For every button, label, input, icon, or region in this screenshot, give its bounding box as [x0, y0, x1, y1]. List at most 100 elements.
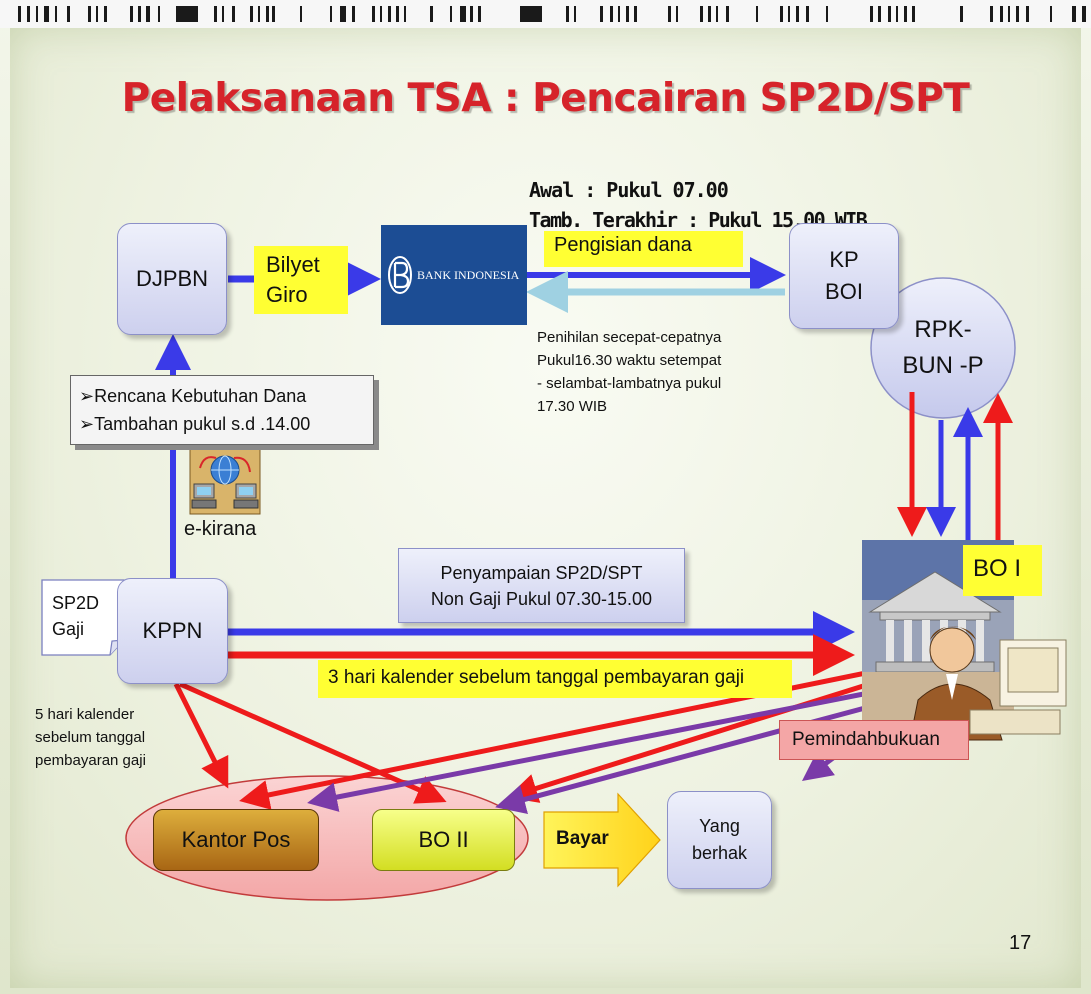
barcode-bar: [600, 6, 603, 22]
barcode-bar: [352, 6, 355, 22]
rencana-kebutuhan-box: ➢Rencana Kebutuhan Dana ➢Tambahan pukul …: [70, 375, 374, 445]
barcode-bar: [708, 6, 711, 22]
penyampaian-line-1: Penyampaian SP2D/SPT: [440, 562, 643, 583]
barcode-bar: [232, 6, 235, 22]
barcode-bar: [796, 6, 799, 22]
barcode-bar: [566, 6, 569, 22]
kp-boi-node: KP BOI: [789, 223, 899, 329]
penihilan-text: Penihilan secepat-cepatnya Pukul16.30 wa…: [537, 326, 721, 418]
barcode-bar: [222, 6, 224, 22]
barcode-bar: [1026, 6, 1029, 22]
barcode-bar: [1000, 6, 1003, 22]
barcode-bar: [146, 6, 150, 22]
barcode-bar: [404, 6, 406, 22]
rencana-line-2: ➢Tambahan pukul s.d .14.00: [79, 414, 311, 434]
barcode-bar: [430, 6, 433, 22]
penihilan-line-1: Penihilan secepat-cepatnya: [537, 329, 722, 346]
barcode-bar: [780, 6, 783, 22]
bayar-label: Bayar: [556, 828, 609, 849]
barcode-bar: [272, 6, 275, 22]
kp-line: KP: [829, 247, 859, 272]
penihilan-line-2: Pukul16.30 waktu setempat: [537, 352, 722, 369]
barcode-bar: [878, 6, 881, 22]
barcode-bar: [158, 6, 160, 22]
barcode-bar: [990, 6, 993, 22]
tiga-hari-label: 3 hari kalender sebelum tanggal pembayar…: [318, 660, 792, 698]
barcode-bar: [380, 6, 382, 22]
penihilan-line-4: 17.30 WIB: [537, 398, 608, 415]
barcode-bar: [1082, 6, 1086, 22]
bo-ii-node: BO II: [372, 809, 515, 871]
barcode-bar: [470, 6, 473, 22]
barcode-bar: [716, 6, 718, 22]
barcode-bar: [460, 6, 466, 22]
barcode-bar: [88, 6, 91, 22]
barcode-bar: [574, 6, 576, 22]
lima-hari-text: 5 hari kalender sebelum tanggal pembayar…: [35, 703, 146, 772]
barcode-bar: [372, 6, 375, 22]
kppn-node: KPPN: [117, 578, 228, 684]
awal-time-text: Awal : Pukul 07.00: [529, 178, 729, 202]
barcode-bar: [96, 6, 98, 22]
barcode-bar: [806, 6, 809, 22]
djpbn-label: DJPBN: [135, 266, 209, 291]
barcode-bar: [634, 6, 637, 22]
rpk-line: RPK-: [914, 316, 972, 343]
rencana-line-1: ➢Rencana Kebutuhan Dana: [79, 386, 307, 406]
penyampaian-box: Penyampaian SP2D/SPT Non Gaji Pukul 07.3…: [398, 548, 685, 623]
barcode-bar: [788, 6, 790, 22]
barcode-bar: [668, 6, 671, 22]
penihilan-line-3: - selambat-lambatnya pukul: [537, 375, 722, 392]
barcode-bar: [700, 6, 703, 22]
network-computers-icon: [189, 445, 261, 515]
bayar-arrow: [543, 792, 661, 888]
barcode-bar: [1008, 6, 1010, 22]
barcode-bar: [214, 6, 217, 22]
barcode-bar: [826, 6, 828, 22]
gaji-line: Gaji: [52, 619, 85, 639]
barcode-bar: [1072, 6, 1076, 22]
barcode-bar: [618, 6, 620, 22]
djpbn-node: DJPBN: [117, 223, 227, 335]
barcode-bar: [1016, 6, 1019, 22]
barcode-bar: [266, 6, 269, 22]
barcode-bar: [450, 6, 452, 22]
barcode-bar: [478, 6, 481, 22]
barcode-bar: [388, 6, 391, 22]
barcode-bar: [27, 6, 30, 22]
barcode-bar: [610, 6, 613, 22]
barcode-bar: [176, 6, 198, 22]
bank-indonesia-box: BANK INDONESIA: [381, 225, 527, 325]
sp2d-gaji-text: SP2D Gaji: [52, 590, 99, 642]
pengisian-dana-label: Pengisian dana: [544, 231, 743, 267]
barcode-bar: [130, 6, 133, 22]
sp2d-line: SP2D: [52, 593, 100, 613]
barcode-bar: [520, 6, 542, 22]
lima-hari-line-1: 5 hari kalender: [35, 706, 135, 723]
barcode-bar: [55, 6, 57, 22]
bank-indonesia-logo-icon: [388, 256, 412, 294]
barcode-bar: [756, 6, 758, 22]
barcode-bar: [896, 6, 898, 22]
barcode-bar: [44, 6, 49, 22]
lima-hari-line-3: pembayaran gaji: [35, 752, 146, 769]
penyampaian-line-2: Non Gaji Pukul 07.30-15.00: [430, 588, 653, 609]
barcode-bar: [300, 6, 302, 22]
barcode-bar: [870, 6, 873, 22]
bun-line: BUN -P: [902, 352, 984, 379]
bilyet-giro-label: Bilyet Giro: [254, 246, 348, 314]
page-number: 17: [1009, 932, 1032, 954]
barcode-bar: [626, 6, 629, 22]
barcode-bar: [18, 6, 21, 22]
barcode-bar: [330, 6, 332, 22]
barcode-bar: [904, 6, 907, 22]
yang-line: Yang: [699, 816, 740, 836]
barcode-bar: [396, 6, 399, 22]
slide-title: Pelaksanaan TSA : Pencairan SP2D/SPT: [121, 76, 970, 121]
barcode-bar: [250, 6, 253, 22]
barcode-bar: [138, 6, 141, 22]
kantor-pos-node: Kantor Pos: [153, 809, 319, 871]
berhak-line: berhak: [691, 843, 748, 863]
barcode-bar: [36, 6, 38, 22]
barcode-bar: [67, 6, 70, 22]
